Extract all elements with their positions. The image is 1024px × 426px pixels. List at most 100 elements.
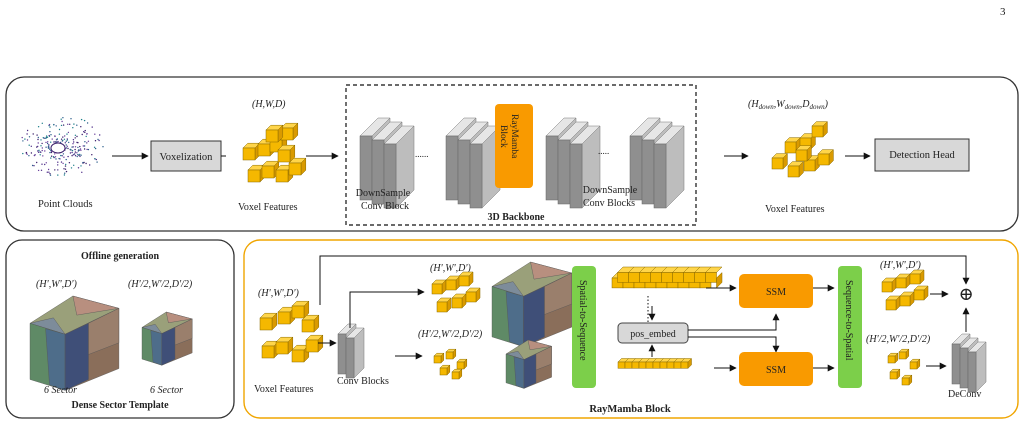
sector-right-face xyxy=(523,286,545,348)
point xyxy=(37,136,39,139)
raymamba-title: RayMamba Block xyxy=(589,404,671,415)
point xyxy=(37,142,39,144)
point xyxy=(45,146,47,148)
point xyxy=(83,119,86,122)
point xyxy=(81,171,83,173)
voxel-cube xyxy=(771,152,789,170)
point xyxy=(85,135,87,138)
sector-cube-large xyxy=(29,295,120,391)
point xyxy=(84,129,86,132)
point xyxy=(26,139,29,141)
voxel-features-right-label: Voxel Features xyxy=(765,204,825,215)
rm-voxel-features xyxy=(259,300,324,363)
sequence-side xyxy=(687,357,692,369)
point xyxy=(33,154,36,157)
point xyxy=(94,140,97,142)
point xyxy=(61,155,63,157)
rm-dims-out-half: (H'/2,W'/2,D'/2) xyxy=(866,334,931,345)
point xyxy=(46,136,49,138)
point xyxy=(50,151,53,154)
point xyxy=(48,171,50,173)
point xyxy=(85,162,87,165)
point xyxy=(37,138,39,141)
rm-voxels-half xyxy=(433,348,468,380)
point xyxy=(60,138,63,140)
point xyxy=(94,133,96,135)
point xyxy=(86,133,88,135)
point xyxy=(44,150,46,152)
raymamba-panel xyxy=(243,239,1019,419)
backbone-title: 3D Backbone xyxy=(488,212,546,223)
point xyxy=(54,141,56,143)
point xyxy=(77,146,79,149)
offline-title: Offline generation xyxy=(81,251,159,262)
point xyxy=(33,165,35,167)
point-clouds-label: Point Clouds xyxy=(38,199,93,210)
dims-down-label: (Hdown,Wdown,Ddown) xyxy=(748,99,829,111)
point xyxy=(86,122,89,124)
sector-cube-small xyxy=(141,311,193,366)
point xyxy=(30,152,33,154)
voxel-cube xyxy=(445,275,461,291)
point xyxy=(64,142,67,144)
offline-dims-full: (H',W',D') xyxy=(36,279,78,290)
sequence-side xyxy=(716,271,723,289)
point xyxy=(95,158,98,161)
point xyxy=(37,126,40,128)
point xyxy=(45,137,48,139)
point xyxy=(83,145,86,147)
voxel-cube xyxy=(909,269,925,285)
voxelization-label: Voxelization xyxy=(160,152,214,163)
point xyxy=(84,141,86,143)
point xyxy=(79,155,81,158)
point xyxy=(54,153,56,155)
point xyxy=(73,164,75,166)
point xyxy=(80,118,83,121)
offline-dims-half: (H'/2,W'/2,D'/2) xyxy=(128,279,193,290)
point xyxy=(39,154,41,156)
point xyxy=(41,147,43,149)
point xyxy=(71,151,73,154)
voxel-cube xyxy=(291,300,310,319)
voxel-cube xyxy=(811,120,829,138)
point xyxy=(22,140,24,142)
conv-layer xyxy=(345,327,365,379)
conv-layer xyxy=(569,125,601,209)
ssm-top-label: SSM xyxy=(766,287,786,298)
point xyxy=(30,145,32,147)
point xyxy=(37,145,39,148)
point xyxy=(67,147,69,150)
point xyxy=(50,141,52,143)
point xyxy=(71,149,74,152)
point xyxy=(55,125,57,127)
point xyxy=(45,135,48,137)
voxel-features-right xyxy=(771,120,835,178)
conv-layers-after xyxy=(545,117,601,209)
conv-layers-mid xyxy=(445,117,501,209)
point xyxy=(46,142,49,145)
point xyxy=(61,120,63,123)
voxel-cube xyxy=(275,336,294,355)
raymamba-block-label-1: RayMamba xyxy=(509,114,519,159)
point xyxy=(69,148,72,151)
voxel-cube xyxy=(795,144,813,162)
voxel-cube xyxy=(305,334,324,353)
point xyxy=(72,139,75,141)
point xyxy=(76,152,78,154)
voxel-cube xyxy=(451,368,463,380)
point xyxy=(89,164,91,166)
point xyxy=(72,143,74,145)
voxel-cube xyxy=(301,314,320,333)
point xyxy=(40,145,42,147)
point xyxy=(49,126,51,128)
voxel-cube xyxy=(909,358,921,370)
point xyxy=(65,140,68,142)
point xyxy=(57,161,59,163)
point xyxy=(83,161,85,164)
sector-right-label: 6 Sector xyxy=(150,385,183,396)
point xyxy=(24,138,26,140)
point xyxy=(48,124,50,127)
point xyxy=(22,152,24,155)
rm-dims-full: (H',W',D') xyxy=(430,263,472,274)
sector-top-face xyxy=(72,295,119,316)
